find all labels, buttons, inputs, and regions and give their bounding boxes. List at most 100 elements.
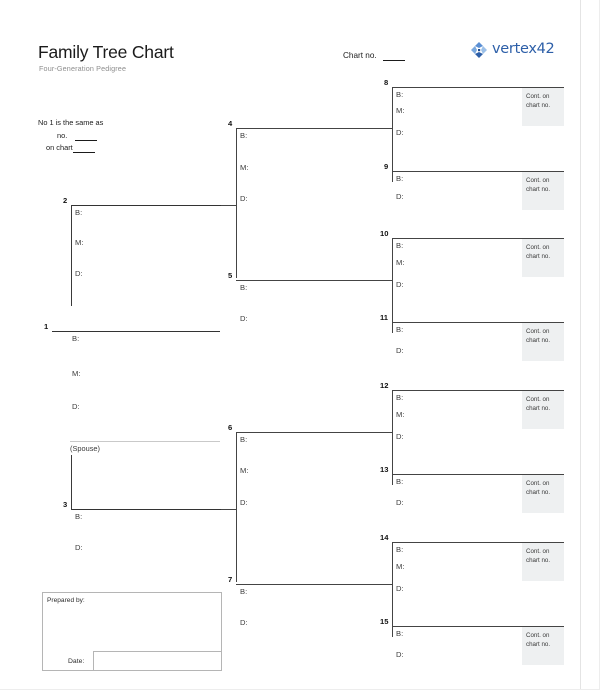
person-2-rule[interactable] [71, 205, 221, 207]
vertex42-logo-text: vertex42 [492, 41, 555, 57]
date-label: Date: [68, 658, 85, 665]
person-6-connector [236, 432, 237, 582]
person-14-number: 14 [380, 533, 389, 542]
person-14-birth-label: B: [396, 545, 404, 554]
person-1-death-label: D: [72, 402, 80, 411]
person-10-number: 10 [380, 229, 389, 238]
person-8-cont-chart-box[interactable]: Cont. on chart no. [522, 88, 564, 126]
person-5-death-label: D: [240, 314, 248, 323]
person-4-number: 4 [228, 119, 233, 128]
person-3-rule[interactable] [71, 509, 221, 511]
person-1-birth-label: B: [72, 334, 80, 343]
person-14-death-label: D: [396, 584, 404, 593]
person-11-rule[interactable] [392, 322, 564, 323]
person-9-rule[interactable] [392, 171, 564, 172]
connector-7-to-14 [377, 584, 393, 585]
person-8-rule[interactable] [392, 87, 564, 88]
person-14-cont-chart-box[interactable]: Cont. on chart no. [522, 543, 564, 581]
note-line-2: no. [57, 131, 68, 140]
person-14-cont-chart-text: Cont. on chart no. [526, 548, 551, 564]
spouse-rule[interactable] [70, 441, 220, 442]
person-9-cont-chart-box[interactable]: Cont. on chart no. [522, 172, 564, 210]
person-12-birth-label: B: [396, 393, 404, 402]
person-12-cont-chart-box[interactable]: Cont. on chart no. [522, 391, 564, 429]
chart-sheet: Family Tree Chart Four-Generation Pedigr… [38, 0, 581, 689]
person-8-number: 8 [384, 78, 389, 87]
person-15-death-label: D: [396, 650, 404, 659]
page-subtitle: Four-Generation Pedigree [39, 64, 127, 73]
person-4-connector [236, 128, 237, 278]
person-7-rule[interactable] [236, 584, 392, 585]
person-2-number: 2 [63, 196, 68, 205]
person-15-number: 15 [380, 617, 389, 626]
person-12-cont-chart-text: Cont. on chart no. [526, 396, 551, 412]
person-13-rule[interactable] [392, 474, 564, 475]
spouse-label: (Spouse) [70, 444, 100, 453]
person-2-marriage-label: M: [75, 238, 84, 247]
connector-5-to-10 [377, 280, 393, 281]
person-2-death-label: D: [75, 269, 83, 278]
vertex42-pinwheel-icon [471, 42, 487, 58]
prepared-by-label: Prepared by: [47, 597, 85, 604]
person-9-death-label: D: [396, 192, 404, 201]
person-13-cont-chart-text: Cont. on chart no. [526, 480, 551, 496]
person-4-rule[interactable] [236, 128, 392, 129]
person-3-number: 3 [63, 500, 68, 509]
page-title: Family Tree Chart [38, 42, 174, 62]
person-8-death-label: D: [396, 128, 404, 137]
person-15-rule[interactable] [392, 626, 564, 627]
person-2-connector [71, 205, 73, 306]
person-4-marriage-label: M: [240, 163, 249, 172]
person-6-rule[interactable] [236, 432, 392, 433]
person-11-cont-chart-box[interactable]: Cont. on chart no. [522, 323, 564, 361]
person-13-cont-chart-box[interactable]: Cont. on chart no. [522, 475, 564, 513]
chart-no-label: Chart no. [343, 51, 377, 60]
person-8-birth-label: B: [396, 90, 404, 99]
person-12-connector [392, 390, 393, 485]
note-chart-input[interactable] [73, 152, 95, 153]
person-12-death-label: D: [396, 432, 404, 441]
connector-2-to-4 [221, 205, 237, 206]
chart-no-input[interactable] [383, 60, 405, 61]
person-6-death-label: D: [240, 498, 248, 507]
connector-3-to-6 [221, 509, 237, 510]
person-10-death-label: D: [396, 280, 404, 289]
person-9-number: 9 [384, 162, 389, 171]
person-6-number: 6 [228, 423, 233, 432]
person-11-birth-label: B: [396, 325, 404, 334]
person-7-death-label: D: [240, 618, 248, 627]
person-10-rule[interactable] [392, 238, 564, 239]
person-3-connector [71, 455, 73, 510]
person-12-marriage-label: M: [396, 410, 405, 419]
person-3-death-label: D: [75, 543, 83, 552]
person-15-cont-chart-box[interactable]: Cont. on chart no. [522, 627, 564, 665]
person-10-connector [392, 238, 393, 333]
person-5-birth-label: B: [240, 283, 248, 292]
person-10-birth-label: B: [396, 241, 404, 250]
person-7-birth-label: B: [240, 587, 248, 596]
person-3-birth-label: B: [75, 512, 83, 521]
person-5-rule[interactable] [236, 280, 392, 281]
person-8-connector [392, 87, 393, 182]
person-10-marriage-label: M: [396, 258, 405, 267]
person-1-rule[interactable] [52, 331, 220, 333]
note-no-input[interactable] [75, 140, 97, 141]
person-1-number: 1 [44, 322, 49, 331]
person-8-marriage-label: M: [396, 106, 405, 115]
person-10-cont-chart-box[interactable]: Cont. on chart no. [522, 239, 564, 277]
person-4-birth-label: B: [240, 131, 248, 140]
connector-6-to-12 [377, 432, 393, 433]
connector-4-to-8 [377, 128, 393, 129]
person-1-marriage-label: M: [72, 369, 81, 378]
person-15-birth-label: B: [396, 629, 404, 638]
date-input[interactable] [93, 651, 221, 670]
person-10-cont-chart-text: Cont. on chart no. [526, 244, 551, 260]
person-14-rule[interactable] [392, 542, 564, 543]
person-13-number: 13 [380, 465, 389, 474]
person-2-birth-label: B: [75, 208, 83, 217]
person-13-death-label: D: [396, 498, 404, 507]
person-8-cont-chart-text: Cont. on chart no. [526, 93, 551, 109]
note-line-3: on chart [46, 143, 73, 152]
person-12-rule[interactable] [392, 390, 564, 391]
